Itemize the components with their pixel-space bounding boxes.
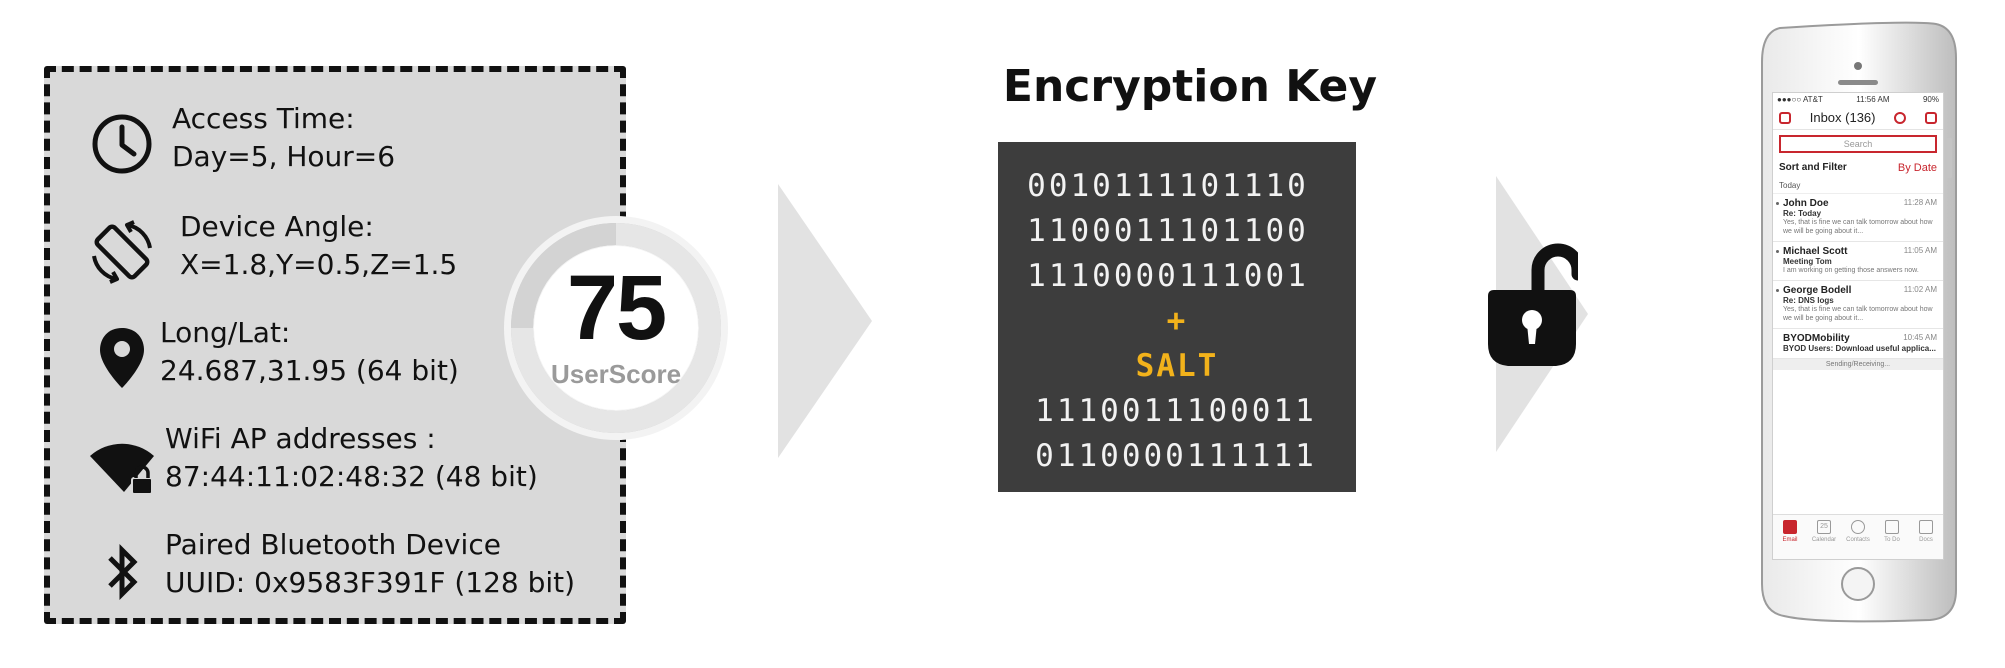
docs-icon [1919, 520, 1933, 534]
key-line: 1110000111001 [1027, 258, 1309, 294]
location-pin-icon [86, 322, 158, 394]
key-line: 0010111101110 [1027, 168, 1309, 204]
score-ring [504, 216, 728, 440]
sending-status: Sending/Receiving... [1773, 359, 1943, 370]
bluetooth-icon [86, 536, 158, 608]
message-from: John Doe [1783, 198, 1829, 209]
message-item[interactable]: John Doe 11:28 AM Re: Today Yes, that is … [1773, 194, 1943, 242]
clock: 11:56 AM [1856, 95, 1890, 104]
score-label: UserScore [550, 359, 682, 389]
message-subject: Re: DNS logs [1783, 296, 1834, 305]
calendar-day: 25 [1820, 523, 1828, 530]
message-item[interactable]: George Bodell 11:02 AM Re: DNS logs Yes, … [1773, 281, 1943, 329]
factor-value: 87:44:11:02:48:32 (48 bit) [165, 460, 538, 493]
key-line: 1100011101100 [1027, 213, 1309, 249]
message-from: George Bodell [1783, 285, 1852, 296]
salted-key-line: 0110000111111 [1035, 438, 1317, 474]
factor-label: Paired Bluetooth Device [165, 528, 501, 561]
inbox-header: Inbox (136) [1773, 106, 1943, 130]
tab-label: To Do [1884, 537, 1900, 543]
message-from: Michael Scott [1783, 246, 1848, 257]
contacts-icon [1851, 520, 1865, 534]
message-from: BYODMobility [1783, 333, 1850, 344]
message-time: 11:28 AM [1903, 198, 1937, 207]
rotate-device-icon [86, 216, 158, 288]
factor-value: X=1.8,Y=0.5,Z=1.5 [180, 248, 458, 281]
todo-icon [1885, 520, 1899, 534]
message-preview: Yes, that is fine we can talk tomorrow a… [1783, 219, 1933, 235]
score-arc [511, 223, 617, 329]
phone-screen: ●●●○○ AT&T 11:56 AM 90% Inbox (136) Sear… [1772, 92, 1944, 560]
salt-label: SALT [1135, 348, 1219, 384]
score-value: 75 [566, 257, 667, 359]
message-subject: Meeting Tom [1783, 257, 1832, 266]
factor-value: 24.687,31.95 (64 bit) [160, 354, 459, 387]
message-subject: BYOD Users: Download useful applica... [1783, 344, 1936, 353]
unread-dot [1776, 289, 1779, 292]
encryption-key-title: Encryption Key [1002, 61, 1378, 112]
tab-label: Docs [1919, 537, 1933, 543]
salted-key-line: 1110011100011 [1035, 393, 1317, 429]
factor-label: Device Angle: [180, 210, 374, 243]
calendar-icon[interactable] [1779, 111, 1791, 124]
tab-label: Email [1782, 537, 1798, 543]
message-time: 11:05 AM [1903, 246, 1937, 255]
user-score-gauge: 75 UserScore [500, 212, 732, 444]
clock-icon [86, 108, 158, 180]
message-time: 11:02 AM [1903, 285, 1937, 294]
factor-label: Access Time: [172, 102, 355, 135]
message-subject: Re: Today [1783, 209, 1822, 218]
search-input[interactable]: Search [1779, 135, 1937, 153]
plus-sign: + [1166, 303, 1188, 339]
message-item[interactable]: Michael Scott 11:05 AM Meeting Tom I am w… [1773, 242, 1943, 281]
tab-contacts[interactable]: Contacts [1841, 515, 1875, 559]
check-icon[interactable] [1894, 111, 1907, 124]
tab-email[interactable]: Email [1773, 515, 1807, 559]
message-item[interactable]: BYODMobility 10:45 AM BYOD Users: Downloa… [1773, 329, 1943, 359]
inbox-title: Inbox (136) [1809, 110, 1876, 125]
status-bar: ●●●○○ AT&T 11:56 AM 90% [1773, 93, 1943, 106]
score-fill-arc [511, 223, 721, 433]
factor-label: WiFi AP addresses : [165, 422, 436, 455]
message-preview: Yes, that is fine we can talk tomorrow a… [1783, 306, 1933, 322]
unread-dot [1776, 202, 1779, 205]
carrier: ●●●○○ AT&T [1777, 95, 1823, 104]
factor-value: UUID: 0x9583F391F (128 bit) [165, 566, 576, 599]
tab-todo[interactable]: To Do [1875, 515, 1909, 559]
tab-label: Calendar [1811, 537, 1837, 543]
sort-filter-row[interactable]: Sort and Filter By Date [1773, 158, 1943, 178]
wifi-lock-icon [86, 430, 166, 502]
unread-dot [1776, 250, 1779, 253]
tab-docs[interactable]: Docs [1909, 515, 1943, 559]
message-time: 10:45 AM [1903, 333, 1937, 342]
section-today: Today [1773, 178, 1943, 194]
calendar-icon: 25 [1817, 520, 1831, 534]
compose-icon[interactable] [1924, 111, 1937, 124]
mail-icon [1783, 520, 1797, 534]
encryption-key-box: 0010111101110 1100011101100 111000011100… [998, 142, 1356, 492]
tab-label: Contacts [1846, 537, 1870, 543]
battery: 90% [1922, 95, 1939, 104]
sort-value: By Date [1897, 162, 1937, 174]
arrow-right [778, 184, 872, 458]
factor-label: Long/Lat: [160, 316, 291, 349]
factor-value: Day=5, Hour=6 [172, 140, 396, 173]
message-preview: I am working on getting those answers no… [1783, 267, 1919, 274]
unlocked-padlock-icon [1488, 243, 1578, 366]
sort-label: Sort and Filter [1779, 162, 1847, 173]
